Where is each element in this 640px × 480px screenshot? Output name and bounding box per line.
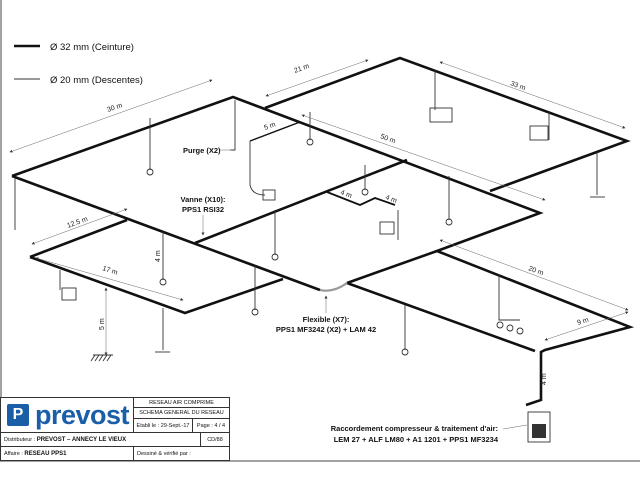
dim-12-5m: 12.5 m: [66, 216, 89, 230]
dessine-field: Dessiné & vérifié par :: [133, 446, 230, 461]
dim-9m: 9 m: [576, 317, 589, 327]
main-pipes: [11, 56, 635, 407]
drop-pipes: [14, 70, 605, 443]
dim-30m: 30 m: [106, 102, 123, 114]
compressor-note-ref: LEM 27 + ALF LM80 + A1 1201 + PPS1 MF323…: [334, 435, 499, 444]
logo-text: prevost: [35, 399, 130, 430]
flexible-note-title: Flexible (X7):: [303, 315, 350, 324]
code-field: CD/88: [200, 432, 230, 447]
dimension-lines: [9, 59, 629, 362]
vanne-note-ref: PPS1 RSI32: [182, 205, 224, 214]
dim-4m-branch-a: 4 m: [339, 189, 353, 200]
dim-33m: 33 m: [509, 80, 526, 92]
distributeur-value: PREVOST – ANNECY LE VIEUX: [36, 436, 127, 443]
dim-20m: 20 m: [527, 265, 544, 277]
dim-4m-branch-b: 4 m: [384, 194, 398, 205]
dim-17m: 17 m: [101, 265, 118, 277]
vanne-note-title: Vanne (X10):: [180, 195, 225, 204]
dim-50m: 50 m: [379, 133, 396, 145]
prevost-logo: P prevost: [0, 397, 134, 433]
date-field: Etabli le : 29-Sept.-17: [133, 418, 193, 433]
dim-5m-branch: 5 m: [263, 121, 277, 132]
legend-drop-label: Ø 20 mm (Descentes): [50, 75, 143, 86]
dim-4m-riser: 4 m: [541, 373, 548, 385]
distributeur-label: Distributeur :: [4, 436, 36, 443]
affaire-value: RESEAU PPS1: [24, 450, 67, 457]
affaire-label: Affaire :: [4, 450, 23, 457]
compressor-note-title: Raccordement compresseur & traitement d'…: [331, 424, 498, 433]
page-field: Page : 4 / 4: [192, 418, 230, 433]
distributeur-row: Distributeur : PREVOST – ANNECY LE VIEUX: [0, 432, 201, 447]
affaire-row: Affaire : RESEAU PPS1: [0, 446, 134, 461]
purge-note: Purge (X2): [183, 146, 221, 155]
flexible-note-ref: PPS1 MF3242 (X2) + LAM 42: [276, 325, 376, 334]
dim-21m: 21 m: [293, 63, 310, 75]
legend-main-label: Ø 32 mm (Ceinture): [50, 42, 134, 53]
prevost-logo-icon: P: [7, 404, 29, 426]
dim-5m-height: 5 m: [99, 318, 106, 330]
dim-4m-drop: 4 m: [155, 250, 162, 262]
